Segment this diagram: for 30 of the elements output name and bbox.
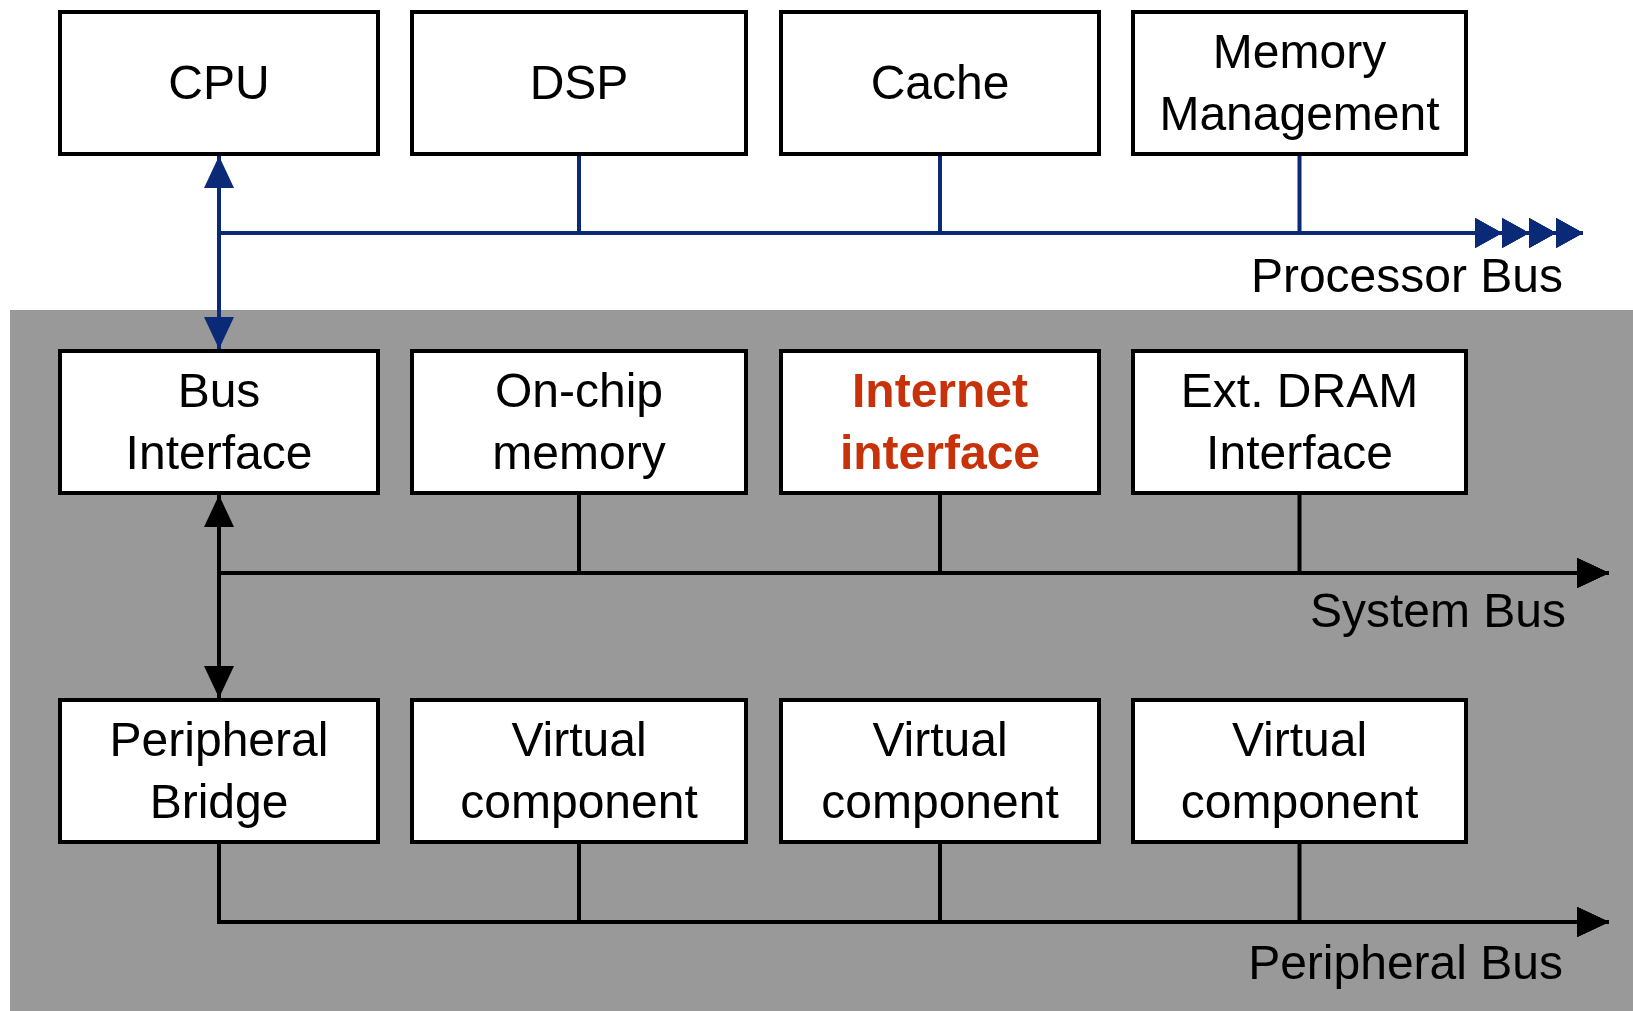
component-box xyxy=(779,10,1101,156)
component-label: Bus Interface xyxy=(124,363,314,481)
bus-label: System Bus xyxy=(1309,583,1566,639)
component-box xyxy=(410,349,748,495)
component-label: Virtual component xyxy=(820,712,1060,830)
component-box xyxy=(779,349,1101,495)
component-label: Internet interface xyxy=(838,363,1042,481)
component-box xyxy=(410,10,748,156)
component-label: Peripheral Bridge xyxy=(108,712,330,830)
bus-line xyxy=(1297,495,1609,588)
bus-line xyxy=(1297,844,1609,937)
component-box xyxy=(58,698,380,844)
component-box xyxy=(779,698,1101,844)
component-label: Cache xyxy=(870,55,1010,111)
component-box xyxy=(1131,349,1468,495)
component-label: Virtual component xyxy=(1179,712,1420,830)
component-box xyxy=(1131,10,1468,156)
component-label: Ext. DRAM Interface xyxy=(1179,363,1420,481)
component-label: CPU xyxy=(168,55,270,111)
component-label: Memory Management xyxy=(1158,24,1441,142)
component-box xyxy=(58,10,380,156)
bus-label: Processor Bus xyxy=(1250,248,1563,304)
bus-label: Peripheral Bus xyxy=(1248,935,1563,991)
component-box xyxy=(58,349,380,495)
component-label: DSP xyxy=(529,55,629,111)
bus-line xyxy=(1297,156,1583,248)
component-box xyxy=(1131,698,1468,844)
component-label: On-chip memory xyxy=(491,363,667,481)
component-label: Virtual component xyxy=(459,712,699,830)
component-box xyxy=(410,698,748,844)
